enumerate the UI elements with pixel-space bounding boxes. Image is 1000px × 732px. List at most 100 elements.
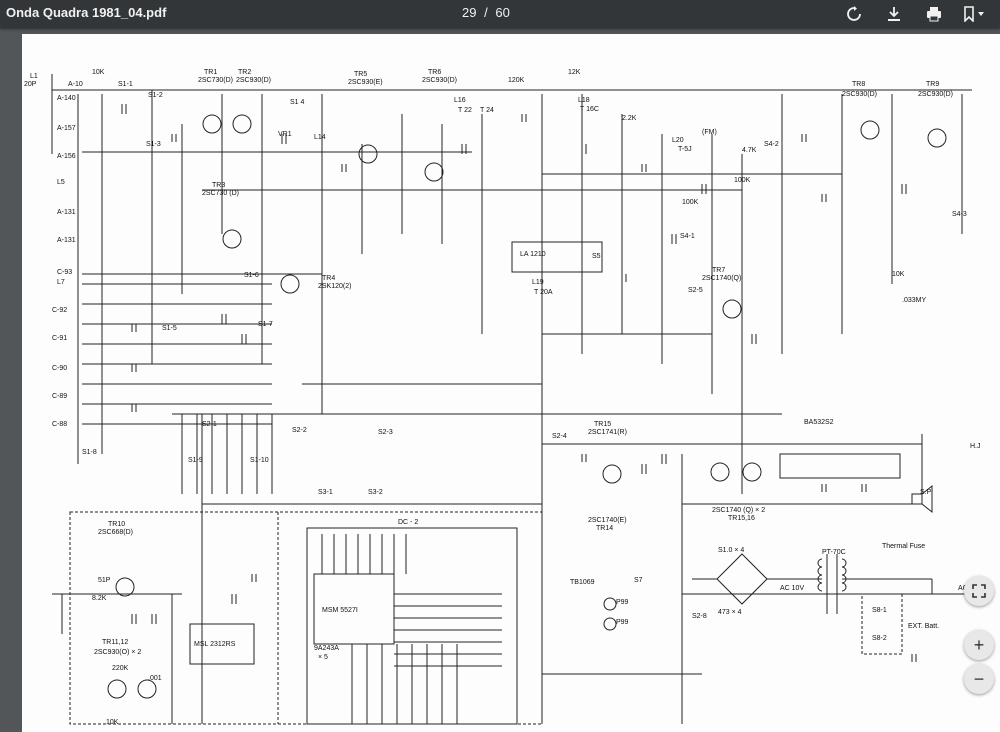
zoom-out-button[interactable]: − <box>964 664 994 694</box>
svg-text:2SC730 (D): 2SC730 (D) <box>202 190 239 197</box>
page-current[interactable]: 29 <box>462 5 477 20</box>
svg-text:MSL 2312RS: MSL 2312RS <box>194 641 236 648</box>
svg-text:TR15,16: TR15,16 <box>728 515 755 522</box>
svg-text:TR5: TR5 <box>354 71 367 78</box>
svg-text:H.J: H.J <box>970 443 981 450</box>
svg-text:S1-7: S1-7 <box>258 321 273 328</box>
svg-text:2SC930(D): 2SC930(D) <box>422 77 457 84</box>
svg-text:PT-70C: PT-70C <box>822 549 846 556</box>
svg-text:T-5J: T-5J <box>678 146 692 153</box>
svg-text:S1-3: S1-3 <box>146 141 161 148</box>
svg-text:C-92: C-92 <box>52 307 67 314</box>
zoom-out-label: − <box>973 668 985 689</box>
svg-text:2SC1740 (Q) × 2: 2SC1740 (Q) × 2 <box>712 507 765 514</box>
svg-text:T 22: T 22 <box>458 107 472 114</box>
page-separator: / <box>484 5 488 20</box>
page-total: 60 <box>495 5 510 20</box>
svg-text:L19: L19 <box>532 279 544 286</box>
svg-text:S1-6: S1-6 <box>244 272 259 279</box>
svg-text:S7: S7 <box>634 577 643 584</box>
svg-text:12K: 12K <box>568 69 581 76</box>
svg-text:S8-1: S8-1 <box>872 607 887 614</box>
svg-text:S4-3: S4-3 <box>952 211 967 218</box>
svg-text:2.2K: 2.2K <box>622 115 637 122</box>
svg-text:TR15: TR15 <box>594 421 611 428</box>
svg-text:S1.0 × 4: S1.0 × 4 <box>718 547 744 554</box>
svg-text:× 5: × 5 <box>318 654 328 661</box>
svg-text:2SC930(E): 2SC930(E) <box>348 79 383 86</box>
svg-text:Thermal Fuse: Thermal Fuse <box>882 543 925 550</box>
svg-text:2SC1740(Q): 2SC1740(Q) <box>702 275 741 282</box>
svg-text:VR1: VR1 <box>278 131 292 138</box>
bookmark-button[interactable] <box>954 0 994 28</box>
svg-text:A-140: A-140 <box>57 95 76 102</box>
svg-text:2SK120(2): 2SK120(2) <box>318 283 351 290</box>
svg-text:S8-2: S8-2 <box>872 635 887 642</box>
svg-text:8.2K: 8.2K <box>92 595 107 602</box>
svg-text:220K: 220K <box>112 665 129 672</box>
svg-text:S.P: S.P <box>920 489 932 496</box>
fit-page-button[interactable] <box>964 576 994 606</box>
svg-text:2SC668(D): 2SC668(D) <box>98 529 133 536</box>
svg-text:10K: 10K <box>92 69 105 76</box>
svg-text:2SC930(D): 2SC930(D) <box>842 91 877 98</box>
svg-text:L7: L7 <box>57 279 65 286</box>
svg-text:A-131: A-131 <box>57 237 76 244</box>
chevron-down-icon <box>978 12 984 16</box>
svg-text:S4-2: S4-2 <box>764 141 779 148</box>
svg-text:TR6: TR6 <box>428 69 441 76</box>
svg-text:TR7: TR7 <box>712 267 725 274</box>
svg-text:S2-1: S2-1 <box>202 421 217 428</box>
svg-text:C-88: C-88 <box>52 421 67 428</box>
svg-text:TR2: TR2 <box>238 69 251 76</box>
svg-text:TR9: TR9 <box>926 81 939 88</box>
svg-text:S1-8: S1-8 <box>82 449 97 456</box>
svg-text:A-131: A-131 <box>57 209 76 216</box>
svg-text:TR1: TR1 <box>204 69 217 76</box>
svg-text:TR14: TR14 <box>596 525 613 532</box>
svg-text:L1: L1 <box>30 73 38 80</box>
svg-text:A-157: A-157 <box>57 125 76 132</box>
svg-text:2SC730(D): 2SC730(D) <box>198 77 233 84</box>
svg-text:S1-10: S1-10 <box>250 457 269 464</box>
download-button[interactable] <box>874 0 914 28</box>
svg-text:2SC1740(E): 2SC1740(E) <box>588 517 627 524</box>
print-button[interactable] <box>914 0 954 28</box>
rotate-button[interactable] <box>834 0 874 28</box>
svg-text:EXT. Batt.: EXT. Batt. <box>908 623 939 630</box>
svg-text:S2-5: S2-5 <box>688 287 703 294</box>
svg-text:C-90: C-90 <box>52 365 67 372</box>
svg-text:S3-2: S3-2 <box>368 489 383 496</box>
svg-text:(FM): (FM) <box>702 129 717 136</box>
svg-text:2SC930(D): 2SC930(D) <box>918 91 953 98</box>
svg-text:L5: L5 <box>57 179 65 186</box>
zoom-in-label: + <box>973 634 985 655</box>
svg-text:10K: 10K <box>106 719 119 726</box>
svg-text:TR11,12: TR11,12 <box>102 639 128 646</box>
svg-text:100K: 100K <box>682 199 699 206</box>
pdf-toolbar: Onda Quadra 1981_04.pdf 29 / 60 <box>0 0 1000 28</box>
svg-text:TR8: TR8 <box>852 81 865 88</box>
zoom-in-button[interactable]: + <box>964 630 994 660</box>
svg-text:P99: P99 <box>616 619 629 626</box>
svg-text:BA532S2: BA532S2 <box>804 419 834 426</box>
svg-text:LA 1210: LA 1210 <box>520 251 546 258</box>
download-icon <box>888 7 900 21</box>
svg-text:DC - 2: DC - 2 <box>398 519 418 526</box>
svg-text:S1-1: S1-1 <box>118 81 133 88</box>
svg-text:S2-3: S2-3 <box>378 429 393 436</box>
svg-text:4.7K: 4.7K <box>742 147 757 154</box>
svg-text:C-93: C-93 <box>57 269 72 276</box>
svg-text:A-10: A-10 <box>68 81 83 88</box>
svg-text:9A243A: 9A243A <box>314 645 339 652</box>
svg-text:TR10: TR10 <box>108 521 125 528</box>
print-icon <box>927 7 941 22</box>
rotate-icon <box>847 6 861 21</box>
svg-text:2SC930(D): 2SC930(D) <box>236 77 271 84</box>
svg-text:P99: P99 <box>616 599 629 606</box>
svg-text:L18: L18 <box>578 97 590 104</box>
svg-text:.001: .001 <box>148 675 162 682</box>
svg-text:120K: 120K <box>508 77 525 84</box>
